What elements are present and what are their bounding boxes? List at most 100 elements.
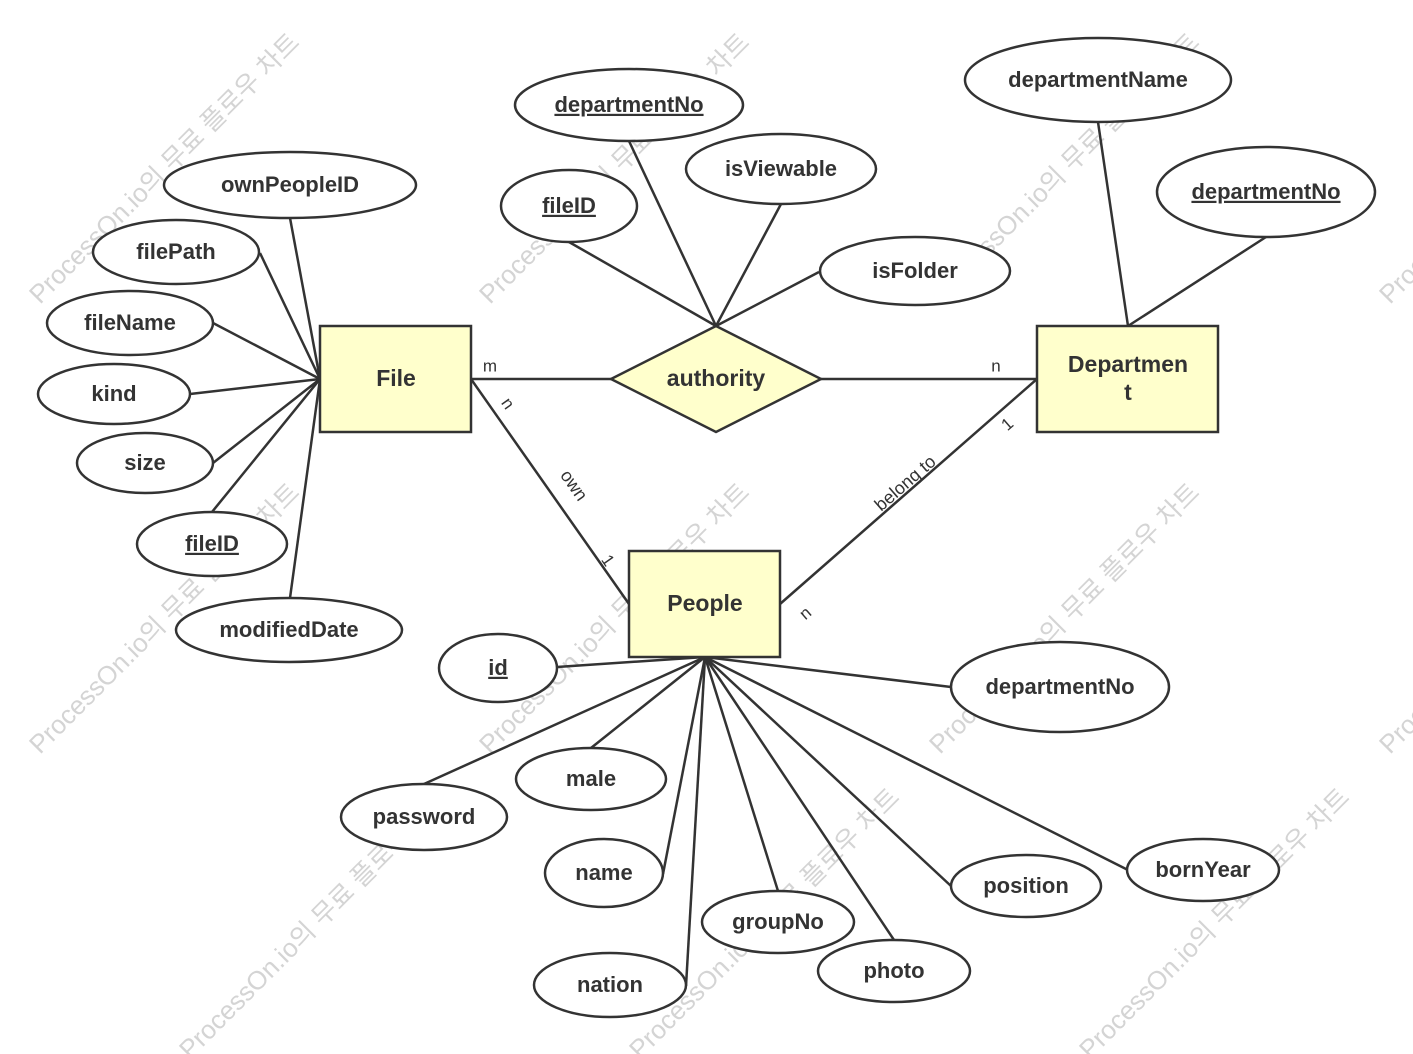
attr-people-departmentno-label: departmentNo [985, 674, 1134, 699]
edge-authority-fileid [568, 240, 717, 328]
attr-file-ownpeopleid[interactable]: ownPeopleID [162, 150, 418, 220]
edge-people-id [556, 655, 706, 669]
file-attributes: ownPeopleID filePath fileName kind size … [36, 150, 418, 664]
entity-people-box [627, 549, 782, 659]
watermark-text: ProcessOn.io의 무료 플로우 차트 [1373, 27, 1413, 309]
attr-people-password[interactable]: password [339, 782, 509, 852]
attr-authority-isfolder-label: isFolder [872, 258, 958, 283]
attr-people-departmentno[interactable]: departmentNo [949, 640, 1171, 734]
card-belong-people-n: n [796, 603, 816, 624]
attr-authority-departmentno-key[interactable]: departmentNo [513, 67, 745, 143]
attr-file-filename-label: fileName [84, 310, 176, 335]
entity-file-label: File [376, 365, 416, 391]
attr-people-position[interactable]: position [949, 853, 1103, 919]
attr-authority-fileid-key[interactable]: fileID [499, 168, 639, 244]
attr-authority-departmentno-label: departmentNo [554, 92, 703, 117]
attr-file-kind-label: kind [91, 381, 136, 406]
attr-people-nation[interactable]: nation [532, 951, 688, 1019]
card-file-authority-m: m [483, 356, 497, 375]
attr-people-name-label: name [575, 860, 632, 885]
edge-authority-isfolder [715, 270, 820, 328]
entity-department-label-line1: Departmen [1068, 351, 1188, 377]
edge-people-male [590, 656, 706, 749]
attr-people-bornyear-label: bornYear [1155, 857, 1251, 882]
edge-authority-departmentno [627, 140, 718, 327]
edge-file-fileid [211, 378, 321, 513]
entity-file-box [318, 324, 473, 434]
attr-authority-fileid-label: fileID [542, 193, 596, 218]
entity-department[interactable]: Departmen t [1035, 324, 1220, 434]
edge-people-groupno [703, 656, 780, 892]
attr-file-modifieddate-label: modifiedDate [219, 617, 358, 642]
edge-file-modifieddate [288, 378, 322, 599]
edge-file-ownpeopleid [288, 217, 322, 380]
edge-people-nation [684, 656, 707, 987]
attr-department-departmentname[interactable]: departmentName [963, 36, 1233, 124]
attr-people-groupno[interactable]: groupNo [700, 889, 856, 955]
edge-file-people-own [469, 378, 631, 605]
label-own: own [556, 466, 591, 505]
attr-file-fileid-key[interactable]: fileID [135, 510, 289, 578]
edge-people-position [704, 656, 952, 887]
card-belong-department-1: 1 [998, 414, 1018, 435]
attr-authority-isfolder[interactable]: isFolder [818, 235, 1012, 307]
entity-people[interactable]: People [627, 549, 782, 659]
edge-people-photo [703, 656, 896, 941]
entity-department-box [1035, 324, 1220, 434]
edge-file-kind [189, 377, 321, 396]
attr-people-male[interactable]: male [514, 746, 668, 812]
attr-people-id-key[interactable]: id [437, 632, 559, 704]
authority-attributes: departmentNo fileID isViewable isFolder [499, 67, 1012, 307]
attr-people-name[interactable]: name [543, 837, 665, 909]
attr-people-photo[interactable]: photo [816, 938, 972, 1004]
attr-file-size[interactable]: size [75, 431, 215, 495]
edge-file-filename [212, 321, 321, 381]
entity-file[interactable]: File [318, 324, 473, 434]
attr-file-filepath[interactable]: filePath [91, 218, 261, 286]
edge-people-departmentno [704, 655, 952, 689]
attr-department-departmentno-key[interactable]: departmentNo [1155, 145, 1377, 239]
attr-authority-isviewable[interactable]: isViewable [684, 132, 878, 206]
edge-file-filepath [258, 252, 322, 380]
attr-department-departmentname-label: departmentName [1008, 67, 1188, 92]
card-own-people-1: 1 [597, 551, 618, 570]
edge-department-departmentname [1096, 121, 1130, 327]
edge-people-name [661, 656, 707, 875]
edge-department-departmentno [1127, 235, 1267, 328]
attr-file-filepath-label: filePath [136, 239, 215, 264]
department-attributes: departmentName departmentNo [963, 36, 1377, 239]
entity-department-label-line2: t [1124, 379, 1132, 405]
entity-people-label: People [667, 590, 742, 616]
label-belong-to: belong to [871, 451, 940, 515]
attr-file-fileid-label: fileID [185, 531, 239, 556]
relationship-authority-diamond [608, 324, 824, 434]
attr-people-groupno-label: groupNo [732, 909, 824, 934]
relationship-authority-label: authority [667, 365, 766, 391]
watermark-text: ProcessOn.io의 무료 플로우 차트 [1073, 782, 1355, 1054]
attr-people-male-label: male [566, 766, 616, 791]
attr-people-bornyear[interactable]: bornYear [1125, 837, 1281, 903]
edge-people-bornyear [704, 655, 1129, 872]
attr-file-modifieddate[interactable]: modifiedDate [174, 596, 404, 664]
attr-file-kind[interactable]: kind [36, 362, 192, 426]
edge-people-department-belong [779, 378, 1038, 605]
relationship-authority[interactable]: authority [608, 324, 824, 434]
people-attributes: id password male name nation groupNo pho… [339, 632, 1281, 1019]
card-authority-department-n: n [991, 356, 1000, 375]
connector-lines [189, 121, 1267, 987]
attr-people-photo-label: photo [863, 958, 924, 983]
attr-people-id-label: id [488, 655, 508, 680]
attr-people-position-label: position [983, 873, 1069, 898]
attr-people-nation-label: nation [577, 972, 643, 997]
edge-authority-isviewable [714, 203, 783, 327]
attr-authority-isviewable-label: isViewable [725, 156, 837, 181]
attr-department-departmentno-label: departmentNo [1191, 179, 1340, 204]
watermark-text: ProcessOn.io의 무료 플로우 차트 [1373, 477, 1413, 759]
attr-people-password-label: password [373, 804, 476, 829]
attr-file-filename[interactable]: fileName [45, 289, 215, 357]
edge-file-size [212, 378, 321, 464]
card-own-file-n: n [497, 394, 518, 413]
edge-people-password [423, 655, 706, 786]
attr-file-ownpeopleid-label: ownPeopleID [221, 172, 359, 197]
